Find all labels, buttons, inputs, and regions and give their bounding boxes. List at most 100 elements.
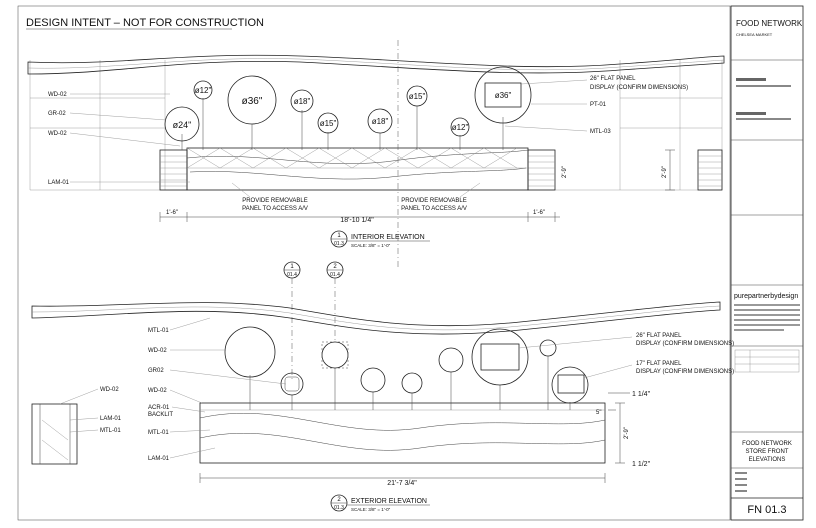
interior-dim-middle: 18'-10 1/4" bbox=[340, 217, 374, 224]
interior-flat-panel bbox=[484, 82, 522, 108]
interior-circle-label: ø18" bbox=[372, 117, 389, 126]
exterior-flat-panel-17 bbox=[557, 374, 585, 394]
interior-right-leaders bbox=[504, 79, 588, 132]
exterior-canopy bbox=[31, 301, 721, 335]
exterior-label-wd02-lower: WD-02 bbox=[148, 388, 167, 394]
interior-circle-label: ø15" bbox=[320, 119, 337, 128]
exterior-dim-right-bottom: 1 1/2" bbox=[632, 461, 651, 468]
section-tag-2-number: 2 bbox=[333, 264, 337, 270]
brick-pier-far-right bbox=[697, 149, 723, 191]
exterior-circle-4 bbox=[360, 367, 386, 393]
exterior-dim-right-mid: 5" bbox=[596, 410, 601, 416]
exterior-panel-26-label: 26" FLAT PANEL bbox=[636, 333, 682, 339]
exterior-circle-9 bbox=[551, 366, 589, 404]
exterior-tag-sheet: 01.3 bbox=[334, 505, 344, 511]
section-tag-1-number: 1 bbox=[290, 264, 294, 270]
interior-circle-24 bbox=[164, 106, 200, 142]
interior-wave-bottom bbox=[189, 167, 527, 180]
interior-circle-12b bbox=[450, 117, 470, 137]
interior-note-right-sub: PANEL TO ACCESS A/V bbox=[401, 206, 467, 212]
interior-circle-label: ø36" bbox=[242, 96, 263, 107]
exterior-right-leaders bbox=[518, 336, 633, 379]
sheet-title-line-3: ELEVATIONS bbox=[749, 457, 786, 463]
interior-circle-12a bbox=[193, 80, 213, 100]
exterior-panel-26-sub: DISPLAY (CONFIRM DIMENSIONS) bbox=[636, 341, 734, 347]
interior-label-lam01: LAM-01 bbox=[48, 180, 70, 186]
detail-label-lam01: LAM-01 bbox=[100, 416, 122, 422]
title-block: FOOD NETWORK CHELSEA MARKET purepartnerb… bbox=[731, 19, 803, 516]
interior-label-wd02-lower: WD-02 bbox=[48, 131, 67, 137]
exterior-left-leaders bbox=[169, 317, 287, 459]
interior-label-gr02: GR-02 bbox=[48, 111, 66, 117]
interior-base-cabinet bbox=[186, 147, 529, 191]
brick-pier-right bbox=[527, 149, 556, 191]
exterior-dim-width: 21'-7 3/4" bbox=[387, 480, 417, 487]
exterior-dimensions bbox=[199, 392, 630, 483]
interior-dim-right: 1'-6" bbox=[533, 210, 545, 216]
interior-circle-label: ø12" bbox=[452, 123, 469, 132]
interior-scale: SCALE: 3/8" = 1'-0" bbox=[351, 243, 391, 248]
exterior-flat-panel-26 bbox=[480, 343, 520, 371]
interior-left-leaders bbox=[69, 93, 190, 183]
exterior-circle-5 bbox=[401, 372, 423, 394]
exterior-circle-large bbox=[224, 326, 276, 378]
exterior-base-cabinet bbox=[199, 402, 606, 464]
interior-dim-vertical: 2'-9" bbox=[662, 166, 668, 178]
section-tag-2-sheet: 01.4 bbox=[330, 272, 340, 278]
exterior-label-lam01: LAM-01 bbox=[148, 456, 170, 462]
exterior-circle-panel bbox=[471, 328, 529, 386]
exterior-wave-top bbox=[199, 413, 606, 431]
exterior-speaker-2-box bbox=[321, 341, 349, 369]
exterior-dim-vertical: 2'-9" bbox=[624, 427, 630, 439]
interior-truss bbox=[186, 147, 518, 169]
sheet-title-line-2: STORE FRONT bbox=[746, 449, 789, 455]
interior-poles bbox=[181, 98, 504, 150]
interior-label-wd02: WD-02 bbox=[48, 92, 67, 98]
exterior-label-wd02: WD-02 bbox=[148, 348, 167, 354]
exterior-elevation: 1 01.4 2 01.4 bbox=[31, 261, 734, 512]
interior-circle-label: ø12" bbox=[195, 86, 212, 95]
drawing-border bbox=[17, 5, 731, 521]
exterior-dim-right-top: 1 1/4" bbox=[632, 391, 651, 398]
interior-circle-label: ø24" bbox=[173, 120, 192, 130]
interior-circle-15b bbox=[406, 85, 428, 107]
exterior-scale: SCALE: 3/8" = 1'-0" bbox=[351, 507, 391, 512]
title-block-firm: purepartnerbydesign bbox=[734, 293, 798, 300]
section-tag-1-sheet: 01.4 bbox=[287, 272, 297, 278]
exterior-tag-number: 2 bbox=[337, 497, 341, 503]
exterior-speaker-1 bbox=[284, 376, 300, 392]
title-block-location: CHELSEA MARKET bbox=[736, 32, 773, 37]
interior-dim-vertical-left: 2'-9" bbox=[562, 166, 568, 178]
interior-circle-15a bbox=[317, 112, 339, 134]
exterior-label-mtl01: MTL-01 bbox=[148, 328, 169, 334]
exterior-label-mtl01-lower: MTL-01 bbox=[148, 430, 169, 436]
exterior-label-gr02: GR02 bbox=[148, 368, 164, 374]
interior-note-left: PROVIDE REMOVABLE bbox=[242, 198, 308, 204]
interior-title: INTERIOR ELEVATION bbox=[351, 234, 425, 241]
exterior-circle-8 bbox=[539, 339, 557, 357]
sheet-title-line-1: FOOD NETWORK bbox=[742, 441, 792, 447]
revision-table bbox=[734, 349, 800, 373]
interior-circle-36b bbox=[474, 66, 532, 124]
interior-note-left-sub: PANEL TO ACCESS A/V bbox=[242, 206, 308, 212]
interior-circle-label: ø36" bbox=[495, 91, 512, 100]
interior-label-mtl03: MTL-03 bbox=[590, 129, 611, 135]
interior-circle-label: ø18" bbox=[294, 97, 311, 106]
interior-tag-sheet: 01.3 bbox=[334, 241, 344, 247]
exterior-title: EXTERIOR ELEVATION bbox=[351, 498, 427, 505]
interior-tag-number: 1 bbox=[337, 233, 341, 239]
exterior-label-acr01: ACR-01 bbox=[148, 405, 170, 411]
detail-leaders bbox=[59, 388, 99, 433]
interior-label-pt01: PT-01 bbox=[590, 102, 607, 108]
interior-note-right: PROVIDE REMOVABLE bbox=[401, 198, 467, 204]
title-block-info-rows bbox=[735, 472, 747, 492]
sheet-number: FN 01.3 bbox=[747, 504, 786, 516]
detail-label-wd02: WD-02 bbox=[100, 387, 119, 393]
title-block-client: FOOD NETWORK bbox=[736, 19, 803, 28]
interior-canopy bbox=[27, 54, 725, 75]
drawing-header-title: DESIGN INTENT – NOT FOR CONSTRUCTION bbox=[26, 17, 264, 29]
interior-circle-18b bbox=[367, 108, 393, 134]
exterior-poles bbox=[249, 356, 571, 410]
